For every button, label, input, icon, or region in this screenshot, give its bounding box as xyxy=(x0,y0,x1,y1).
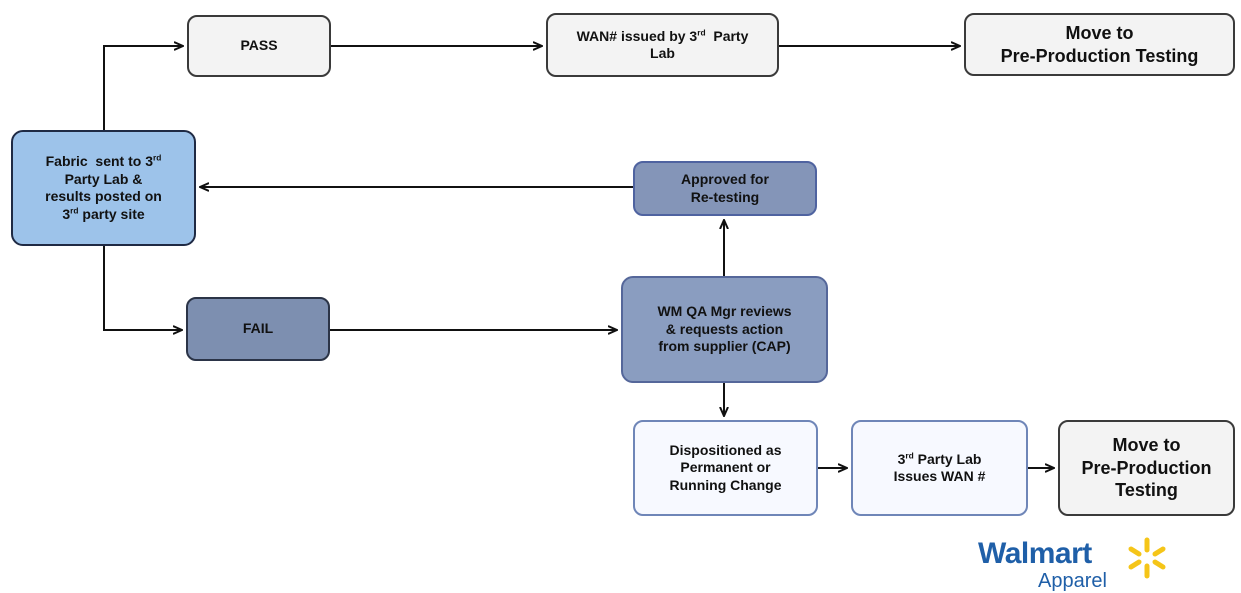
wmqa-line2: & requests action xyxy=(665,320,784,337)
lab-line1: 3rd Party Lab xyxy=(898,451,982,469)
wan-issued-line2: Lab xyxy=(650,45,675,61)
approved-line2: Re-testing xyxy=(690,188,760,205)
fabric-line4: 3rd party site xyxy=(62,206,144,224)
lab-sup: rd xyxy=(905,449,914,460)
lab-line2: Issues WAN # xyxy=(893,468,986,484)
wan-issued-text-b: Party xyxy=(705,27,749,44)
move-to-preproduction-bottom-node: Move to Pre-Production Testing xyxy=(1058,420,1235,516)
move-bottom-line3: Testing xyxy=(1115,480,1178,501)
walmart-apparel-logo: Walmart Apparel xyxy=(978,535,1208,592)
fail-node: FAIL xyxy=(186,297,330,361)
fabric-line3: results posted on xyxy=(45,188,162,204)
wm-qa-review-node: WM QA Mgr reviews & requests action from… xyxy=(621,276,828,383)
move-bottom-line2: Pre-Production xyxy=(1081,457,1212,478)
fabric-line2: Party Lab & xyxy=(64,170,143,187)
fabric-text-c: party site xyxy=(78,205,145,222)
pass-node: PASS xyxy=(187,15,331,77)
lab-issues-wan-node: 3rd Party Lab Issues WAN # xyxy=(851,420,1028,516)
move-to-preproduction-top-node: Move to Pre-Production Testing xyxy=(964,13,1235,76)
fabric-sup1: rd xyxy=(152,152,162,163)
fail-label: FAIL xyxy=(242,320,274,337)
approved-for-retesting-node: Approved for Re-testing xyxy=(633,161,817,216)
wan-issued-line1: WAN# issued by 3rd Party xyxy=(577,28,749,46)
wan-issued-sup: rd xyxy=(697,26,706,37)
arrow-fabric-to-fail xyxy=(103,246,182,330)
logo-sub: Apparel xyxy=(1038,570,1107,592)
lab-text-b: Party Lab xyxy=(913,450,982,467)
fabric-line1: Fabric sent to 3rd xyxy=(46,153,162,171)
dispositioned-node: Dispositioned as Permanent or Running Ch… xyxy=(633,420,818,516)
wan-issued-text-a: WAN# issued by 3 xyxy=(576,27,698,44)
disp-line2: Permanent or xyxy=(680,459,771,476)
move-bottom-line1: Move to xyxy=(1112,435,1181,456)
fabric-text-a: Fabric sent to 3 xyxy=(45,153,153,169)
move-top-line1: Move to xyxy=(1065,23,1134,43)
pass-label: PASS xyxy=(240,37,278,54)
logo-brand: Walmart xyxy=(978,537,1092,570)
disp-line3: Running Change xyxy=(669,476,782,493)
move-top-line2: Pre-Production Testing xyxy=(1000,45,1199,66)
fabric-sent-node: Fabric sent to 3rd Party Lab & results p… xyxy=(11,130,196,246)
fabric-text-b: 3 xyxy=(62,205,71,222)
wmqa-line3: from supplier (CAP) xyxy=(658,338,791,355)
wmqa-line1: WM QA Mgr reviews xyxy=(657,303,792,320)
lab-text-a: 3 xyxy=(897,450,906,467)
wan-issued-node: WAN# issued by 3rd Party Lab xyxy=(546,13,779,77)
disp-line1: Dispositioned as xyxy=(669,441,782,458)
approved-line1: Approved for xyxy=(681,171,769,187)
arrow-fabric-to-pass xyxy=(103,46,183,130)
walmart-spark-icon xyxy=(1128,537,1166,579)
fabric-sup2: rd xyxy=(70,204,79,215)
